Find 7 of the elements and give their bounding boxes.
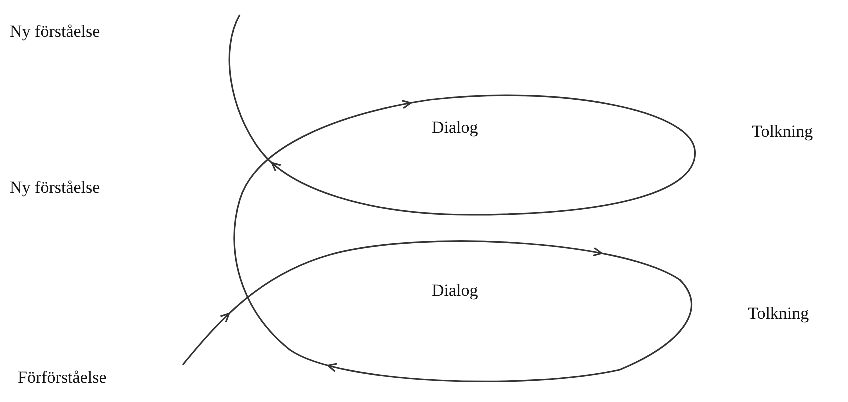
spiral-label: Förförståelse — [18, 368, 107, 388]
spiral-label: Ny förståelse — [10, 22, 100, 42]
spiral-label: Dialog — [432, 118, 478, 138]
spiral-label: Tolkning — [748, 304, 810, 324]
spiral-label: Dialog — [432, 281, 478, 301]
spiral-label: Tolkning — [752, 122, 814, 142]
spiral-label: Ny förståelse — [10, 178, 100, 198]
